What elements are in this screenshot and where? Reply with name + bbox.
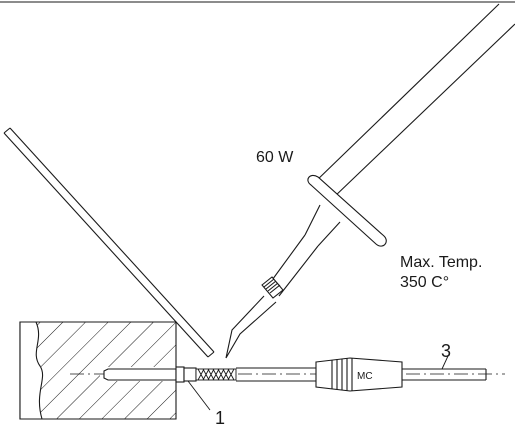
max-temperature-label: Max. Temp. 350 C° (400, 253, 482, 293)
solder-wire (3, 127, 215, 358)
callout-1-label: 1 (215, 408, 226, 428)
max-temperature-value: 350 C° (400, 274, 450, 291)
cable (236, 367, 487, 382)
hatched-block (19, 321, 178, 420)
connector-marking: MC (357, 371, 373, 382)
contact-pin (103, 366, 197, 383)
stripped-conductor (195, 368, 237, 381)
callout-3-label: 3 (441, 341, 452, 361)
power-rating-label: 60 W (256, 149, 294, 166)
soldering-iron (225, 3, 515, 359)
callout-leaders (187, 355, 449, 411)
connector-sleeve (315, 357, 403, 392)
max-temperature-title: Max. Temp. (400, 254, 483, 271)
